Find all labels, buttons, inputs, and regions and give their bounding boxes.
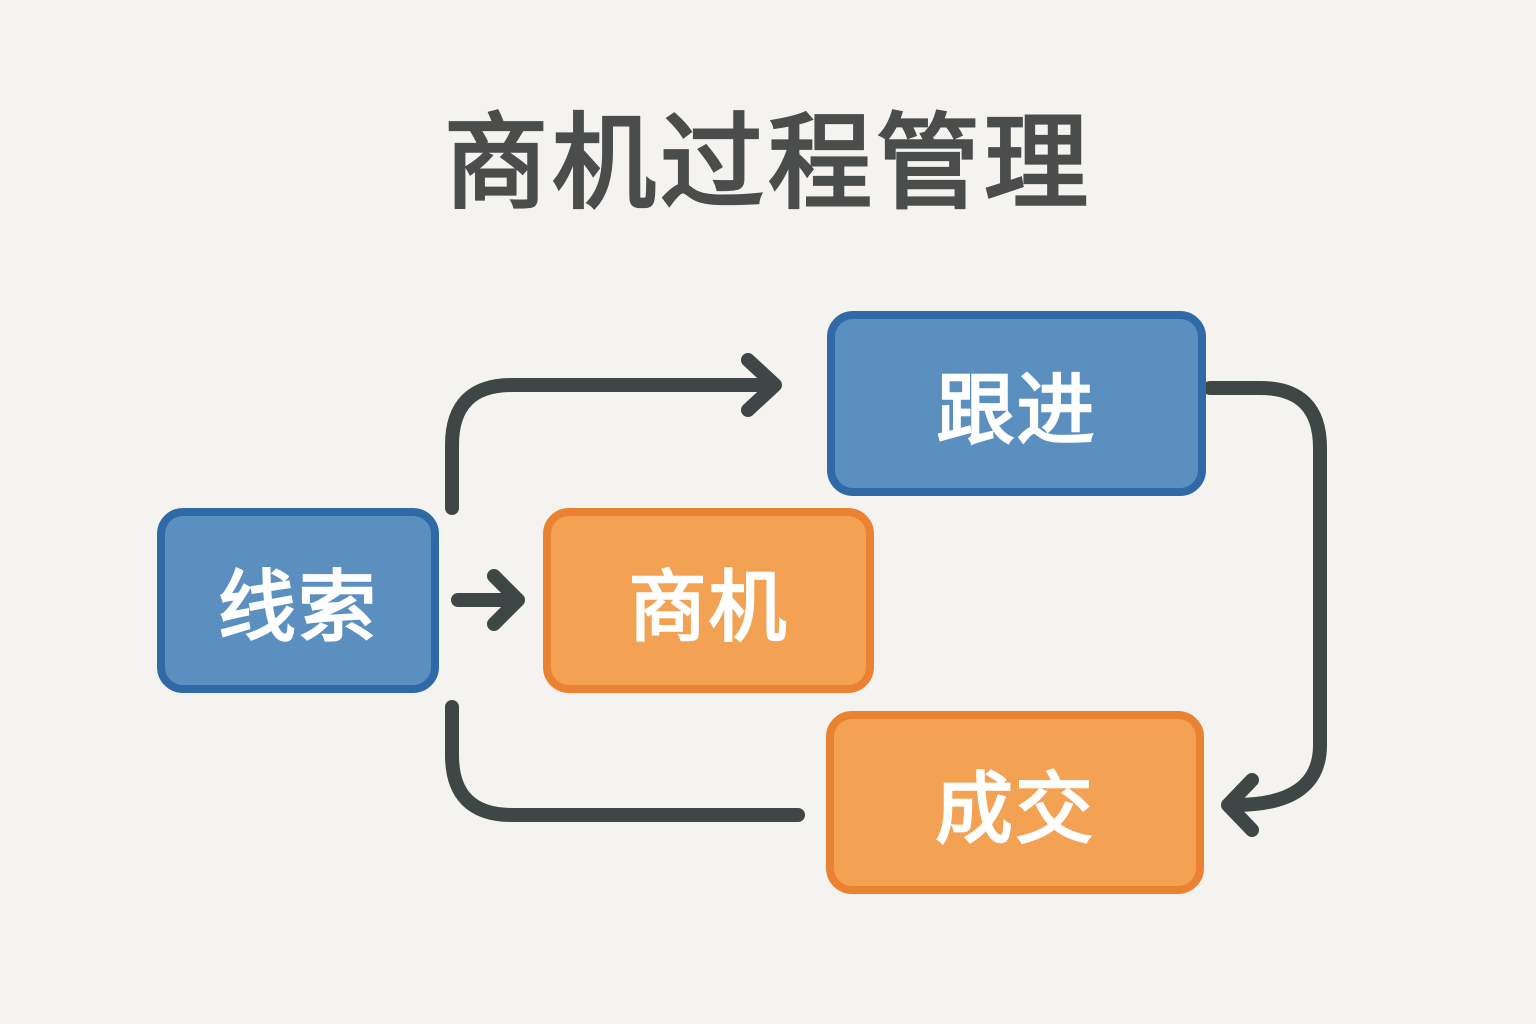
arrowhead-followup (741, 353, 782, 417)
arrow-followup-to-deal (1203, 381, 1327, 812)
arrowhead-deal (1221, 773, 1259, 837)
node-deal-label: 成交 (934, 764, 1095, 855)
node-follow-up: 跟进 (827, 311, 1206, 496)
arrowhead-opportunity (487, 569, 525, 631)
diagram-title: 商机过程管理 (443, 102, 1092, 224)
node-opportunity: 商机 (543, 508, 874, 693)
arrow-lead-to-followup (445, 378, 779, 515)
node-lead-label: 线索 (217, 562, 378, 653)
node-deal: 成交 (826, 711, 1204, 894)
node-lead: 线索 (157, 508, 439, 693)
node-follow-up-label: 跟进 (936, 365, 1097, 456)
line-deal-to-lead (445, 700, 805, 822)
node-opportunity-label: 商机 (628, 562, 789, 653)
